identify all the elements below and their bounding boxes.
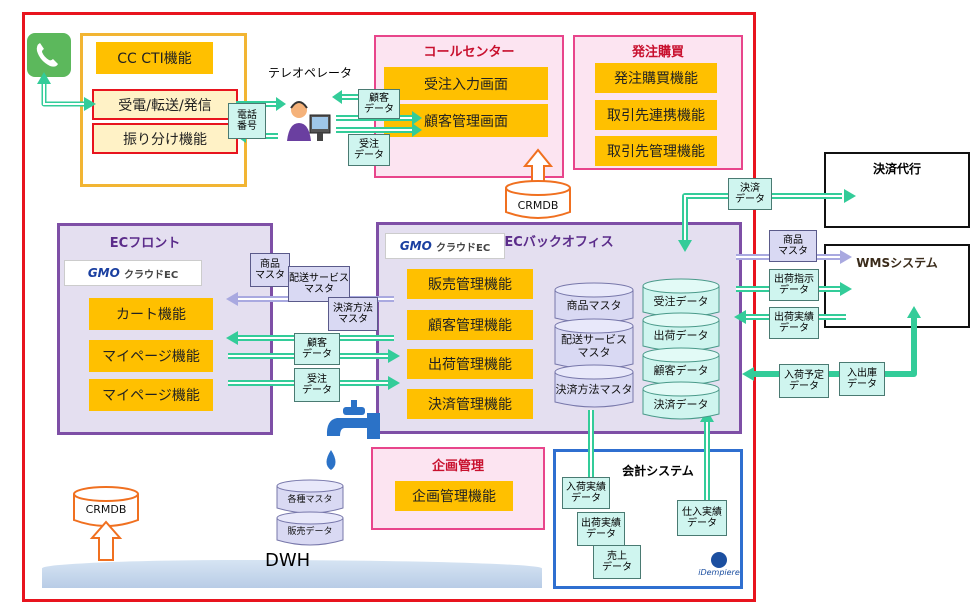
cti-panel: CC CTI機能 受電/転送/発信 振り分け機能 bbox=[80, 33, 247, 187]
sales-mgmt: 販売管理機能 bbox=[407, 269, 533, 299]
ecfront-title: ECフロント bbox=[109, 236, 181, 251]
db-product-master: 商品マスタ bbox=[566, 299, 622, 312]
transaction-db-stack bbox=[642, 278, 720, 420]
doc-customer-data-front: 顧客 データ bbox=[294, 333, 340, 365]
doc-product-master-wms: 商品 マスタ bbox=[769, 230, 817, 262]
faucet-icon bbox=[326, 400, 380, 470]
db-order-data: 受注データ bbox=[653, 295, 709, 308]
cti-call-box: 受電/転送/発信 bbox=[92, 89, 238, 120]
doc-phone-number: 電話 番号 bbox=[228, 103, 266, 139]
db-customer-data: 顧客データ bbox=[653, 364, 709, 377]
system-frame bbox=[22, 12, 756, 602]
doc-ship-result-wms: 出荷実績 データ bbox=[769, 307, 819, 339]
master-db-stack bbox=[554, 282, 634, 408]
gmo-logo-front: GMO クラウドEC bbox=[64, 260, 202, 286]
mypage-func-2: マイページ機能 bbox=[89, 379, 213, 411]
dwh-label: DWH bbox=[265, 550, 311, 571]
crmdb-top-cylinder bbox=[505, 180, 571, 219]
doc-inbound-plan: 入荷予定 データ bbox=[779, 364, 829, 398]
doc-inout-data: 入出庫 データ bbox=[839, 362, 885, 396]
purchasing-title: 発注購買 bbox=[631, 45, 684, 60]
backoffice-title: ECバックオフィス bbox=[504, 235, 614, 250]
doc-order-data-front: 受注 データ bbox=[294, 368, 340, 402]
dwh-sales-label: 販売データ bbox=[287, 526, 333, 537]
ecfront-panel: ECフロント GMO クラウドEC カート機能 マイページ機能 マイページ機能 bbox=[57, 223, 273, 435]
doc-ship-result-acc: 出荷実績 データ bbox=[577, 512, 625, 546]
supplier-mgmt: 取引先管理機能 bbox=[595, 136, 717, 166]
payment-agency-title: 決済代行 bbox=[872, 162, 921, 176]
teleoperator-label: テレオペレータ bbox=[268, 66, 353, 80]
dwh-sales-cylinder bbox=[276, 511, 344, 546]
cart-func: カート機能 bbox=[89, 298, 213, 330]
payment-agency-box: 決済代行 bbox=[824, 152, 970, 228]
doc-payment-method-front: 決済方法 マスタ bbox=[328, 297, 378, 331]
gmo-logo-sub: クラウドEC bbox=[124, 269, 179, 281]
cti-route-box: 振り分け機能 bbox=[92, 123, 238, 154]
callcenter-title: コールセンター bbox=[423, 45, 515, 60]
crmdb-bottom-label: CRMDB bbox=[85, 502, 127, 516]
doc-inbound-result: 入荷実績 データ bbox=[562, 477, 610, 509]
customer-mgmt: 顧客管理機能 bbox=[407, 310, 533, 340]
wms-title: WMSシステム bbox=[856, 256, 938, 270]
phone-icon bbox=[27, 33, 71, 77]
db-delivery-master: 配送サービス マスタ bbox=[561, 333, 627, 359]
cti-title: CC CTI機能 bbox=[96, 42, 213, 74]
doc-customer-data-cc: 顧客 データ bbox=[358, 89, 400, 119]
planning-title: 企画管理 bbox=[431, 459, 484, 474]
doc-order-data-cc: 受注 データ bbox=[348, 134, 390, 166]
idempiere-label: iDempiere bbox=[698, 568, 740, 577]
doc-ship-instruction: 出荷指示 データ bbox=[769, 269, 819, 301]
supplier-link: 取引先連携機能 bbox=[595, 100, 717, 130]
doc-payment-data: 決済 データ bbox=[728, 178, 772, 210]
db-payment-data: 決済データ bbox=[653, 398, 709, 411]
doc-product-master-front: 商品 マスタ bbox=[250, 253, 290, 287]
dwh-master-label: 各種マスタ bbox=[287, 494, 333, 505]
planning-panel: 企画管理 企画管理機能 bbox=[371, 447, 545, 530]
db-payment-master: 決済方法マスタ bbox=[555, 383, 633, 396]
crmdb-bottom-up-arrow bbox=[89, 520, 123, 561]
callcenter-panel: コールセンター 受注入力画面 顧客管理画面 bbox=[374, 35, 564, 178]
mypage-func-1: マイページ機能 bbox=[89, 340, 213, 372]
callcenter-order-screen: 受注入力画面 bbox=[384, 67, 548, 100]
doc-sales-data-acc: 売上 データ bbox=[593, 545, 641, 579]
purchasing-panel: 発注購買 発注購買機能 取引先連携機能 取引先管理機能 bbox=[573, 35, 743, 170]
doc-purchase-result: 仕入実績 データ bbox=[677, 500, 727, 536]
idempiere-logo: iDempiere bbox=[696, 552, 742, 586]
gmo-logo-back: GMO クラウドEC bbox=[385, 233, 505, 259]
gmo-logo-text: GMO bbox=[87, 266, 120, 280]
db-shipping-data: 出荷データ bbox=[653, 329, 709, 342]
dwh-water-band bbox=[42, 560, 542, 588]
doc-delivery-master-front: 配送サービス マスタ bbox=[288, 266, 350, 302]
payment-mgmt: 決済管理機能 bbox=[407, 389, 533, 419]
purchasing-func: 発注購買機能 bbox=[595, 63, 717, 93]
crmdb-top-label: CRMDB bbox=[517, 198, 559, 212]
shipping-mgmt: 出荷管理機能 bbox=[407, 349, 533, 379]
operator-icon bbox=[284, 97, 334, 145]
planning-func: 企画管理機能 bbox=[395, 481, 513, 511]
accounting-title: 会計システム bbox=[622, 464, 694, 478]
